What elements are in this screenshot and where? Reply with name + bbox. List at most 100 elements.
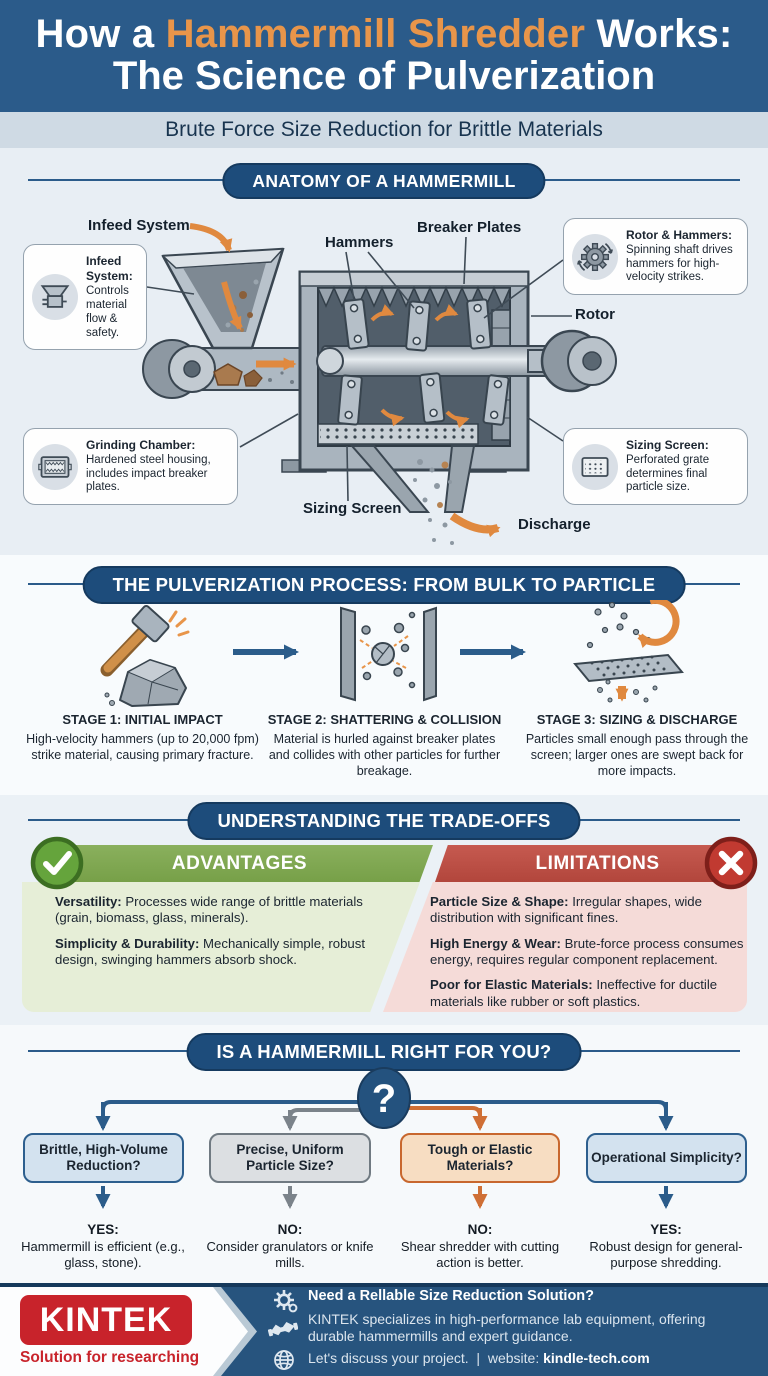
callout-chamber-body: Hardened steel housing, includes impact … xyxy=(86,453,211,494)
answer-precise-label: NO: xyxy=(277,1222,303,1237)
stage-1-body: High-velocity hammers (up to 20,000 fpm)… xyxy=(26,732,259,762)
advantage-2-label: Simplicity & Durability: xyxy=(55,935,200,951)
process-section-title: THE PULVERIZATION PROCESS: FROM BULK TO … xyxy=(82,566,686,604)
footer-heading: Need a Rellable Size Reduction Solution? xyxy=(308,1288,595,1304)
title-prefix: How a xyxy=(35,12,166,56)
answer-brittle: YES: Hammermill is efficient (e.g., glas… xyxy=(13,1221,193,1272)
infeed-label-arrow xyxy=(189,223,233,253)
callout-rotor-title: Rotor & Hammers: xyxy=(626,227,733,242)
shattering-icon xyxy=(340,606,437,702)
stage-2: STAGE 2: SHATTERING & COLLISION Material… xyxy=(266,712,503,779)
limitations-panel xyxy=(383,882,747,1012)
discharge-label: Discharge xyxy=(518,516,591,533)
question-mark: ? xyxy=(372,1077,396,1121)
limitation-1-label: Particle Size & Shape: xyxy=(430,894,569,909)
callout-chamber-title: Grinding Chamber: xyxy=(86,437,196,452)
hopper-icon xyxy=(32,274,78,320)
stage-2-title: STAGE 2: SHATTERING & COLLISION xyxy=(267,712,502,727)
hammermill-illustration xyxy=(142,223,617,545)
advantage-2-text: Mechanically simple, robust design, swin… xyxy=(55,935,366,968)
callout-screen-text: Sizing Screen: Perforated grate determin… xyxy=(626,438,739,495)
answer-simplicity-label: YES: xyxy=(650,1222,682,1237)
kintek-logo: KINTEK xyxy=(20,1295,192,1345)
stage-1-title: STAGE 1: INITIAL IMPACT xyxy=(62,712,223,727)
callout-infeed: Infeed System: Controls material flow & … xyxy=(23,244,147,350)
limitation-2-label: High Energy & Wear: xyxy=(430,935,561,951)
infeed-hopper xyxy=(161,247,285,350)
callout-screen-title: Sizing Screen: xyxy=(626,437,709,452)
page-subtitle: Brute Force Size Reduction for Brittle M… xyxy=(0,112,768,148)
header-banner xyxy=(0,0,768,112)
callout-infeed-title: Infeed System: xyxy=(86,253,133,284)
check-icon xyxy=(30,836,84,890)
x-icon xyxy=(704,836,758,890)
limitation-2-text: Brute-force process consumes energy, req… xyxy=(430,935,744,968)
page-title-line1: How a Hammermill Shredder Works: xyxy=(0,13,768,55)
limitation-item: Poor for Elastic Materials: Ineffective … xyxy=(430,977,746,1010)
stage-3: STAGE 3: SIZING & DISCHARGE Particles sm… xyxy=(516,712,758,779)
decision-box-tough: Tough or Elastic Materials? xyxy=(400,1133,560,1183)
callout-rotor-body: Spinning shaft drives hammers for high-v… xyxy=(626,243,733,284)
advantages-list: Versatility: Processes wide range of bri… xyxy=(55,894,390,977)
footer-website: kindle-tech.com xyxy=(543,1350,650,1366)
callout-grinding-chamber: Grinding Chamber: Hardened steel housing… xyxy=(23,428,238,505)
advantage-1-label: Versatility: xyxy=(55,894,122,909)
hammers-upper xyxy=(342,298,492,352)
advantages-heading: ADVANTAGES xyxy=(171,853,308,874)
stage-3-title: STAGE 3: SIZING & DISCHARGE xyxy=(536,712,738,727)
tradeoffs-section-title: UNDERSTANDING THE TRADE-OFFS xyxy=(187,802,581,840)
hammers-label: Hammers xyxy=(325,234,394,251)
answer-simplicity: YES: Robust design for general-purpose s… xyxy=(566,1221,766,1272)
rotor-label: Rotor xyxy=(575,306,615,323)
advantage-1-text: Processes wide range of brittle material… xyxy=(55,894,363,926)
advantages-header: ADVANTAGES xyxy=(46,845,433,882)
advantage-item: Simplicity & Durability: Mechanically si… xyxy=(55,936,390,969)
sizing-icon xyxy=(573,600,684,703)
footer-separator: | xyxy=(476,1350,481,1366)
advantage-item: Versatility: Processes wide range of bri… xyxy=(55,894,390,927)
advantages-panel xyxy=(22,882,420,1012)
hammer-rock-icon xyxy=(100,605,190,707)
answer-tough: NO: Shear shredder with cutting action i… xyxy=(390,1221,570,1272)
discharge-funnel xyxy=(349,445,501,545)
decision-box-brittle: Brittle, High-Volume Reduction? xyxy=(23,1133,184,1183)
sizing-screen-part xyxy=(317,423,479,445)
limitation-1-text: Irregular shapes, wide distribution with… xyxy=(430,894,702,926)
answer-tough-text: Shear shredder with cutting action is be… xyxy=(400,1238,560,1271)
callout-screen-body: Perforated grate determines final partic… xyxy=(626,453,710,494)
process-stage-icons xyxy=(100,600,684,707)
title-suffix: Works: xyxy=(585,12,733,56)
handshake-icon xyxy=(267,1316,299,1347)
footer-body: KINTEK specializes in high-performance l… xyxy=(308,1311,706,1345)
answer-brittle-text: Hammermill is efficient (e.g., glass, st… xyxy=(21,1238,185,1271)
page-title-line2: The Science of Pulverization xyxy=(112,54,656,98)
stage-1: STAGE 1: INITIAL IMPACT High-velocity ha… xyxy=(25,712,260,763)
decision-flow-connectors: ? xyxy=(95,1067,674,1209)
answer-simplicity-text: Robust design for general-purpose shredd… xyxy=(589,1238,743,1271)
callout-chamber-text: Grinding Chamber: Hardened steel housing… xyxy=(86,438,229,495)
infeed-system-label: Infeed System xyxy=(88,217,190,234)
screen-icon xyxy=(572,443,618,490)
limitation-item: High Energy & Wear: Brute-force process … xyxy=(430,936,746,969)
limitation-item: Particle Size & Shape: Irregular shapes,… xyxy=(430,894,746,927)
globe-icon xyxy=(272,1348,296,1376)
stage-2-body: Material is hurled against breaker plate… xyxy=(268,732,501,778)
limitations-heading: LIMITATIONS xyxy=(535,853,660,874)
limitation-3-label: Poor for Elastic Materials: xyxy=(430,977,593,993)
kintek-tagline: Solution for researching xyxy=(20,1349,200,1366)
callout-infeed-body: Controls material flow & safety. xyxy=(86,285,129,339)
hammers-lower xyxy=(337,372,510,426)
leader-lines xyxy=(146,236,572,502)
limitations-header: LIMITATIONS xyxy=(435,845,740,882)
callout-rotor-text: Rotor & Hammers: Spinning shaft drives h… xyxy=(626,228,739,285)
answer-precise-text: Consider granulators or knife mills. xyxy=(206,1238,374,1271)
gear-icon-footer xyxy=(272,1288,298,1319)
callout-sizing-screen: Sizing Screen: Perforated grate determin… xyxy=(563,428,748,505)
decision-box-precise: Precise, Uniform Particle Size? xyxy=(209,1133,371,1183)
footer-cta-text: Let's discuss your project. xyxy=(308,1350,469,1366)
chamber-icon xyxy=(32,443,78,490)
gear-icon xyxy=(572,233,618,280)
answer-tough-label: NO: xyxy=(467,1222,493,1237)
title-highlight: Hammermill Shredder xyxy=(165,12,586,56)
